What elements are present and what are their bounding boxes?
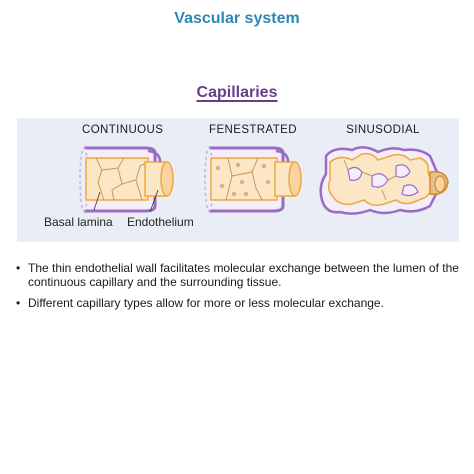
fenestrated-capillary <box>204 146 302 213</box>
page-title: Vascular system <box>174 10 300 27</box>
type-label-continuous-text: Continuous <box>82 124 164 136</box>
notes-list: • The thin endothelial wall facilitates m… <box>14 261 460 319</box>
continuous-basal-lamina-front <box>147 149 162 163</box>
sinusoidal-capillary <box>319 146 449 215</box>
type-label-fenestrated-text: Fenestrated <box>209 124 297 136</box>
sinusoidal-gaps <box>347 164 419 197</box>
type-label-sinusoidal: Sinusodial <box>342 124 424 136</box>
endothelium-pointer <box>149 189 159 213</box>
fenestrations <box>215 162 271 197</box>
fenestrated-cell-junctions <box>225 157 263 201</box>
fenestrated-basal-lamina-front <box>275 149 290 163</box>
type-label-continuous: Continuous <box>82 124 164 136</box>
bullet-icon: • <box>16 261 21 275</box>
type-label-fenestrated: Fenestrated <box>208 124 298 136</box>
endothelium-label: Endothelium <box>127 215 194 229</box>
sinusoidal-lumen <box>434 175 446 193</box>
note-text: Different capillary types allow for more… <box>28 296 384 310</box>
continuous-cell-junctions <box>95 157 149 201</box>
fenestrated-lumen <box>288 161 302 197</box>
basal-lamina-pointer <box>93 191 101 211</box>
continuous-endothelium <box>85 157 149 201</box>
note-text: The thin endothelial wall facilitates mo… <box>28 261 459 289</box>
type-label-sinusoidal-text: Sinusodial <box>346 124 420 136</box>
note-item: • The thin endothelial wall facilitates m… <box>14 261 460 289</box>
section-title: Capillaries <box>196 84 278 101</box>
fenestrated-endothelium <box>210 157 278 201</box>
bullet-icon: • <box>16 296 21 310</box>
continuous-capillary <box>79 146 174 213</box>
note-item: • Different capillary types allow for mor… <box>14 296 460 311</box>
sinusoidal-cell-junctions <box>343 159 397 201</box>
continuous-lumen <box>160 161 174 197</box>
basal-lamina-label: Basal lamina <box>44 215 113 229</box>
